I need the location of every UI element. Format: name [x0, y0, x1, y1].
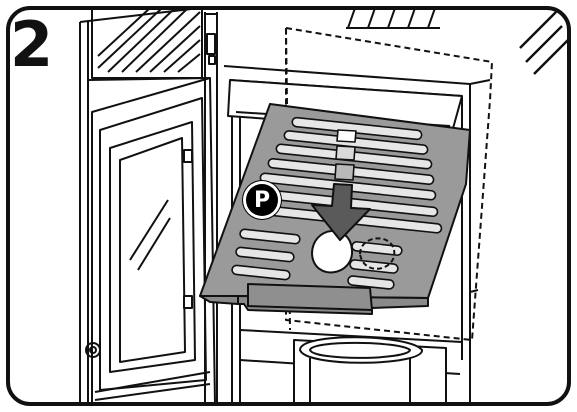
- panel-hole: [312, 231, 352, 273]
- step-number: 2: [10, 14, 53, 76]
- panel-marker-p: P: [246, 184, 278, 216]
- brazier-pot: [294, 337, 446, 404]
- open-door: [86, 78, 215, 404]
